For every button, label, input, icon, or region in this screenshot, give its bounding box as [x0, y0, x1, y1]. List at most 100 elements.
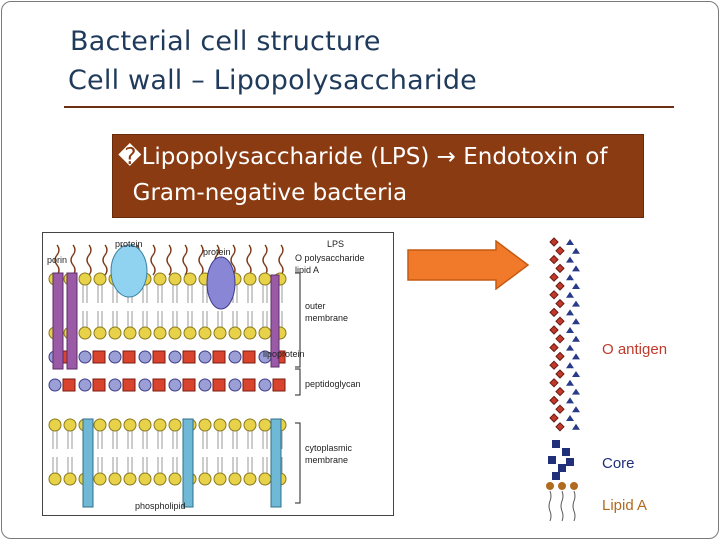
o-antigen-branch: [572, 406, 580, 413]
lipid-head: [138, 418, 152, 432]
o-antigen-unit: [549, 290, 559, 300]
o-antigen-unit: [549, 360, 559, 370]
peptide-node: [152, 378, 166, 392]
o-chain: [278, 244, 284, 276]
lipid-head: [243, 272, 257, 286]
o-chain: [102, 244, 108, 276]
lipid-head: [78, 326, 92, 340]
o-antigen-unit: [549, 325, 559, 335]
peptide-node: [242, 378, 256, 392]
lipid-head: [93, 326, 107, 340]
glycan-node: [198, 350, 212, 364]
bullet-glyph: �: [118, 144, 142, 170]
core-unit: [552, 440, 560, 448]
o-chain: [70, 244, 76, 276]
lipid-head: [258, 472, 272, 486]
o-chain: [198, 244, 204, 276]
lipid-head: [228, 418, 242, 432]
lipid-head: [153, 472, 167, 486]
lipid-head: [198, 472, 212, 486]
lipid-head: [93, 418, 107, 432]
lipid-head: [138, 326, 152, 340]
o-antigen-branch: [572, 318, 580, 325]
o-antigen-unit: [555, 316, 565, 326]
outer-membrane-layer: [48, 272, 287, 340]
core-unit: [548, 456, 556, 464]
o-antigen-unit: [549, 378, 559, 388]
lipid-head: [108, 418, 122, 432]
glycan-node: [78, 378, 92, 392]
o-antigen-branch: [566, 239, 574, 245]
o-antigen-branch: [572, 423, 580, 430]
banner-text-2: Gram-negative bacteria: [132, 180, 408, 206]
cell-envelope-diagram: porin protein protein LPS O polysacchari…: [42, 232, 394, 516]
o-antigen-chain: [549, 237, 580, 432]
peptide-node: [92, 378, 106, 392]
lipid-a-head: [546, 482, 554, 490]
lipid-head: [228, 472, 242, 486]
o-antigen-branch: [572, 335, 580, 342]
o-antigen-branch: [572, 353, 580, 360]
o-antigen-unit: [555, 334, 565, 344]
o-chain: [262, 244, 268, 276]
lipid-head: [138, 472, 152, 486]
o-chain: [182, 244, 188, 276]
label-lipoprotein: lipoprotein: [263, 349, 305, 359]
o-antigen-branch: [566, 256, 574, 263]
o-antigen-branch: [566, 362, 574, 369]
label-cytoplasmic-1: cytoplasmic: [305, 443, 353, 453]
lipid-head: [123, 418, 137, 432]
o-chain: [246, 244, 252, 276]
glycan-node: [48, 378, 62, 392]
lipid-head: [258, 326, 272, 340]
slide-title: Bacterial cell structure: [70, 26, 381, 57]
o-antigen-branch: [566, 397, 574, 404]
glycan-node: [228, 350, 242, 364]
lipid-a-head: [558, 482, 566, 490]
porin-right-bar: [66, 272, 78, 370]
peptide-node: [212, 350, 226, 364]
glycan-node: [138, 350, 152, 364]
slide-subtitle: Cell wall – Lipopolysaccharide: [68, 65, 477, 96]
lipid-head: [123, 472, 137, 486]
label-outer-2: membrane: [305, 313, 348, 323]
o-chain: [54, 244, 60, 276]
lipid-head: [183, 326, 197, 340]
lipid-head: [243, 472, 257, 486]
outer-membrane-bracket: [295, 272, 301, 368]
porin-left-bar: [52, 272, 64, 370]
lipid-head: [258, 418, 272, 432]
o-antigen-branch: [572, 300, 580, 307]
arrow-right-icon: [407, 240, 530, 290]
lipid-head: [183, 272, 197, 286]
peptidoglycan-bracket: [295, 368, 301, 396]
glycan-node: [258, 378, 272, 392]
lipid-head: [63, 418, 77, 432]
lipid-head: [243, 326, 257, 340]
o-antigen-branch: [566, 327, 574, 333]
peptide-node: [182, 378, 196, 392]
banner-line-1: �Lipopolysaccharide (LPS) → Endotoxin of: [118, 144, 607, 170]
label-outer-1: outer: [305, 301, 326, 311]
label-core: Core: [602, 455, 635, 472]
cytoplasmic-membrane-layer: [48, 418, 287, 486]
porin-far-bar: [270, 274, 280, 368]
lps-structure-svg: O antigen Core Lipid A: [546, 237, 667, 522]
peptidoglycan-layer: [48, 350, 286, 392]
glycan-node: [108, 350, 122, 364]
label-o-polysaccharide: O polysaccharide: [295, 253, 365, 263]
title-divider: [64, 106, 674, 108]
o-antigen-branch: [566, 291, 574, 298]
cytoplasmic-bracket: [295, 422, 301, 504]
lipid-head: [213, 418, 227, 432]
o-antigen-unit: [555, 263, 565, 274]
lipid-head: [93, 472, 107, 486]
lipid-head: [213, 326, 227, 340]
o-antigen-unit: [549, 342, 559, 353]
peptide-node: [272, 378, 286, 392]
glycan-node: [168, 350, 182, 364]
o-antigen-unit: [555, 386, 565, 397]
o-antigen-branch: [572, 265, 580, 272]
o-antigen-branch: [572, 283, 580, 289]
channel-left: [82, 418, 94, 508]
